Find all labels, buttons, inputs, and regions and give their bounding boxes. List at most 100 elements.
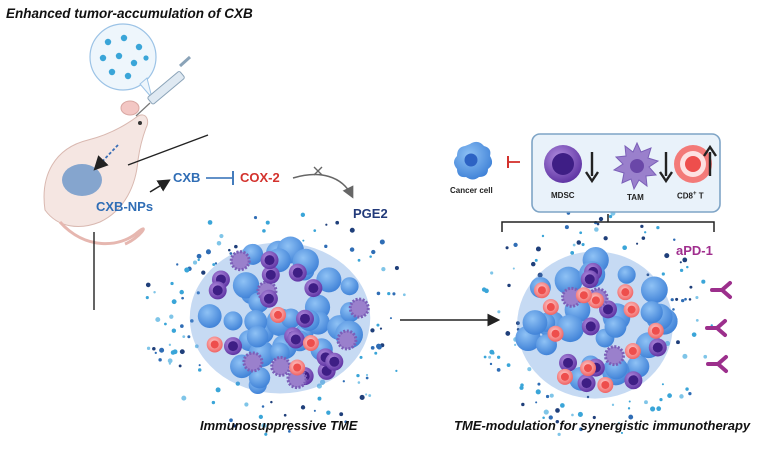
cancer-cell (232, 272, 260, 299)
particle-dot (695, 318, 699, 322)
particle-dot (656, 225, 660, 230)
cancer-cell (522, 310, 548, 335)
antibody-group (705, 281, 732, 373)
mdsc-nucleus (581, 378, 592, 389)
mdsc-nucleus (584, 274, 595, 285)
mdsc-nucleus (263, 293, 274, 304)
particle-dot (516, 321, 520, 326)
particle-dot (650, 406, 656, 412)
particle-dot (402, 293, 406, 297)
mdsc-nucleus (265, 269, 276, 280)
particle-dot (159, 347, 165, 353)
particle-dot (703, 354, 708, 359)
particle-dot (228, 248, 231, 252)
particle-dot (176, 263, 179, 266)
tam-cell (348, 297, 370, 319)
particle-dot (537, 382, 541, 386)
particle-dot (541, 234, 545, 238)
particle-dot (368, 394, 372, 397)
particle-dot (513, 343, 517, 346)
particle-dot (496, 367, 501, 372)
mdsc-icon (544, 145, 582, 183)
particle-dot (152, 346, 156, 351)
particle-dot (179, 289, 184, 295)
particle-dot (555, 419, 560, 424)
particle-dot (357, 258, 361, 262)
particle-dot (636, 242, 639, 245)
particle-dot (545, 394, 550, 399)
mdsc-nucleus (628, 375, 639, 386)
particle-dot (155, 317, 161, 323)
mdsc-nucleus (563, 357, 574, 368)
cancer-cell (316, 267, 342, 293)
particle-dot (365, 373, 369, 377)
particle-dot (187, 335, 191, 339)
particle-dot (325, 223, 328, 226)
particle-dot (158, 358, 162, 362)
particle-dot (342, 380, 345, 383)
mdsc-nucleus (652, 342, 663, 353)
particle-dot (212, 263, 216, 267)
particle-dot (675, 297, 679, 301)
mdsc-nucleus (264, 255, 275, 266)
particle-dot (316, 383, 322, 389)
particle-dot (594, 227, 599, 232)
particle-dot (512, 267, 515, 270)
mdsc-nucleus (585, 321, 596, 332)
particle-dot (579, 427, 583, 432)
particle-dot (198, 364, 201, 367)
cd8-nucleus (628, 347, 637, 356)
particle-dot (365, 393, 368, 396)
particle-dot (356, 373, 360, 378)
particle-dot (481, 287, 487, 292)
particle-dot (695, 295, 699, 300)
particle-dot (145, 282, 151, 288)
particle-dot (198, 368, 202, 372)
antibody-icon (706, 355, 728, 373)
particle-dot (520, 383, 524, 387)
particle-dot (640, 224, 644, 229)
particle-dot (170, 281, 174, 286)
particle-dot (681, 298, 685, 303)
cancer-cell (340, 277, 359, 296)
mdsc-nucleus (329, 356, 340, 367)
cancer-cell (223, 311, 243, 331)
nanoparticle-bubble (89, 23, 157, 99)
particle-dot (581, 242, 585, 247)
cancer-cell (197, 304, 222, 328)
cd8-t-cell-icon (674, 145, 712, 183)
particle-dot (182, 335, 186, 339)
particle-dot (611, 403, 615, 406)
particle-dot (379, 327, 383, 330)
particle-dot (171, 299, 177, 305)
particle-dot (359, 355, 363, 359)
particle-dot (326, 410, 331, 415)
particle-dot (586, 395, 590, 399)
particle-dot (689, 285, 693, 289)
particle-dot (359, 394, 365, 400)
particle-dot (349, 227, 355, 233)
cancer-cell (246, 325, 269, 348)
label-cd8-sup: + (693, 191, 697, 197)
particle-dot (153, 291, 156, 294)
particle-dot (537, 272, 543, 278)
particle-dot (670, 298, 674, 302)
particle-dot (513, 242, 518, 248)
particle-dot (181, 395, 187, 401)
particle-dot (592, 415, 596, 420)
particle-dot (543, 409, 549, 415)
mdsc-nucleus (299, 313, 310, 324)
particle-dot (506, 363, 511, 367)
particle-dot (676, 340, 680, 345)
particle-dot (542, 416, 545, 420)
particle-dot (288, 430, 291, 433)
particle-dot (672, 308, 675, 311)
label-cxb: CXB (173, 170, 201, 185)
particle-dot (549, 393, 554, 398)
particle-dot (234, 244, 238, 249)
particle-dot (253, 216, 258, 220)
particle-dot (535, 246, 541, 252)
particle-dot (369, 255, 372, 258)
particle-dot (491, 351, 495, 355)
